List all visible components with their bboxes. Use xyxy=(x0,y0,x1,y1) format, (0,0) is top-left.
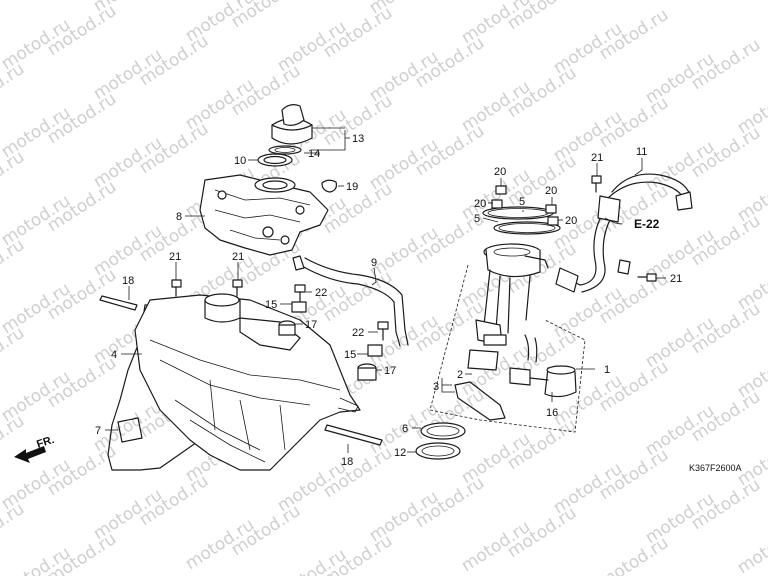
gasket-12 xyxy=(415,442,461,460)
callout-18-left: 18 xyxy=(122,275,134,287)
bolt-21-left xyxy=(171,279,182,297)
filter-3 xyxy=(454,381,506,421)
callout-21-center: 21 xyxy=(232,251,244,263)
bolt-21-hose-top xyxy=(591,175,602,193)
front-label: FR. xyxy=(35,434,56,451)
drawing-code: K367F2600A xyxy=(689,463,742,473)
callout-labels: 1 3 2 4 5 5 6 7 8 9 10 11 12 13 14 15 15… xyxy=(95,133,682,468)
callout-22-upper: 22 xyxy=(315,287,327,299)
watermark-text: motod.ru xyxy=(0,0,28,30)
callout-17-upper: 17 xyxy=(305,319,317,331)
callout-20-a: 20 xyxy=(494,166,506,178)
callout-8: 8 xyxy=(176,211,182,223)
watermark-text: motod.ru xyxy=(734,519,768,576)
callout-5-top: 5 xyxy=(519,196,525,208)
reference-e22: E-22 xyxy=(634,217,660,231)
callout-5-left: 5 xyxy=(474,213,480,225)
callout-6: 6 xyxy=(402,423,408,435)
front-arrow: FR. xyxy=(14,434,56,463)
fuel-hose xyxy=(555,173,693,293)
rod-18-bottom xyxy=(324,424,383,446)
breather-tube xyxy=(292,255,409,347)
bolt-collar-group-lower xyxy=(357,321,389,381)
callout-15-lower: 15 xyxy=(344,349,356,361)
callout-17-lower: 17 xyxy=(384,365,396,377)
pump-packing-5-lower xyxy=(493,221,561,235)
watermark-text: motod.ru xyxy=(0,147,28,206)
callout-7: 7 xyxy=(95,425,101,437)
callout-10: 10 xyxy=(234,155,246,167)
callout-18-bottom: 18 xyxy=(341,456,353,468)
fuel-pump-module xyxy=(467,243,577,398)
callout-9: 9 xyxy=(371,257,377,269)
callout-1: 1 xyxy=(604,364,610,376)
watermark-text: motod.ru xyxy=(0,59,28,118)
bolt-collar-group-upper xyxy=(278,284,307,336)
watermark-text: motod.ru xyxy=(596,533,672,576)
callout-20-d: 20 xyxy=(565,215,577,227)
ring-10 xyxy=(257,153,293,167)
pad-7 xyxy=(117,417,143,443)
callout-20-b: 20 xyxy=(474,198,486,210)
packing-ring-14 xyxy=(268,145,302,155)
callout-4: 4 xyxy=(111,349,117,361)
watermark-text: motod.ru xyxy=(0,323,28,382)
fuel-tank xyxy=(107,293,361,471)
callout-21-left: 21 xyxy=(169,251,181,263)
callout-15-upper: 15 xyxy=(265,299,277,311)
leader-lines xyxy=(105,127,666,453)
filler-neck-bracket xyxy=(199,174,329,256)
fuel-pump-frame xyxy=(429,264,586,433)
callout-22-lower: 22 xyxy=(352,327,364,339)
watermark-text: motod.ru xyxy=(0,235,28,294)
callout-13: 13 xyxy=(352,133,364,145)
pump-packing-5-upper xyxy=(482,206,554,220)
watermark-text: motod.ru xyxy=(136,0,212,2)
clip-19 xyxy=(321,179,337,193)
callout-2: 2 xyxy=(457,369,463,381)
callout-21-hose-top: 21 xyxy=(591,152,603,164)
bolt-21-hose-right xyxy=(637,273,657,282)
rod-18-left xyxy=(99,295,138,311)
callout-16: 16 xyxy=(546,407,558,419)
watermark-text: motod.ru xyxy=(0,499,28,558)
gasket-6 xyxy=(420,422,466,440)
watermark-text: motod.ru xyxy=(0,411,28,470)
callout-3: 3 xyxy=(433,381,439,393)
callout-21-hose-right: 21 xyxy=(670,273,682,285)
callout-11: 11 xyxy=(636,146,647,158)
callout-19: 19 xyxy=(346,181,358,193)
fuel-cap xyxy=(271,104,313,145)
callout-20-c: 20 xyxy=(545,185,557,197)
callout-14: 14 xyxy=(308,148,320,160)
bolt-21-center xyxy=(232,279,243,297)
callout-12: 12 xyxy=(394,447,406,459)
watermark-text: motod.ru xyxy=(412,0,488,4)
